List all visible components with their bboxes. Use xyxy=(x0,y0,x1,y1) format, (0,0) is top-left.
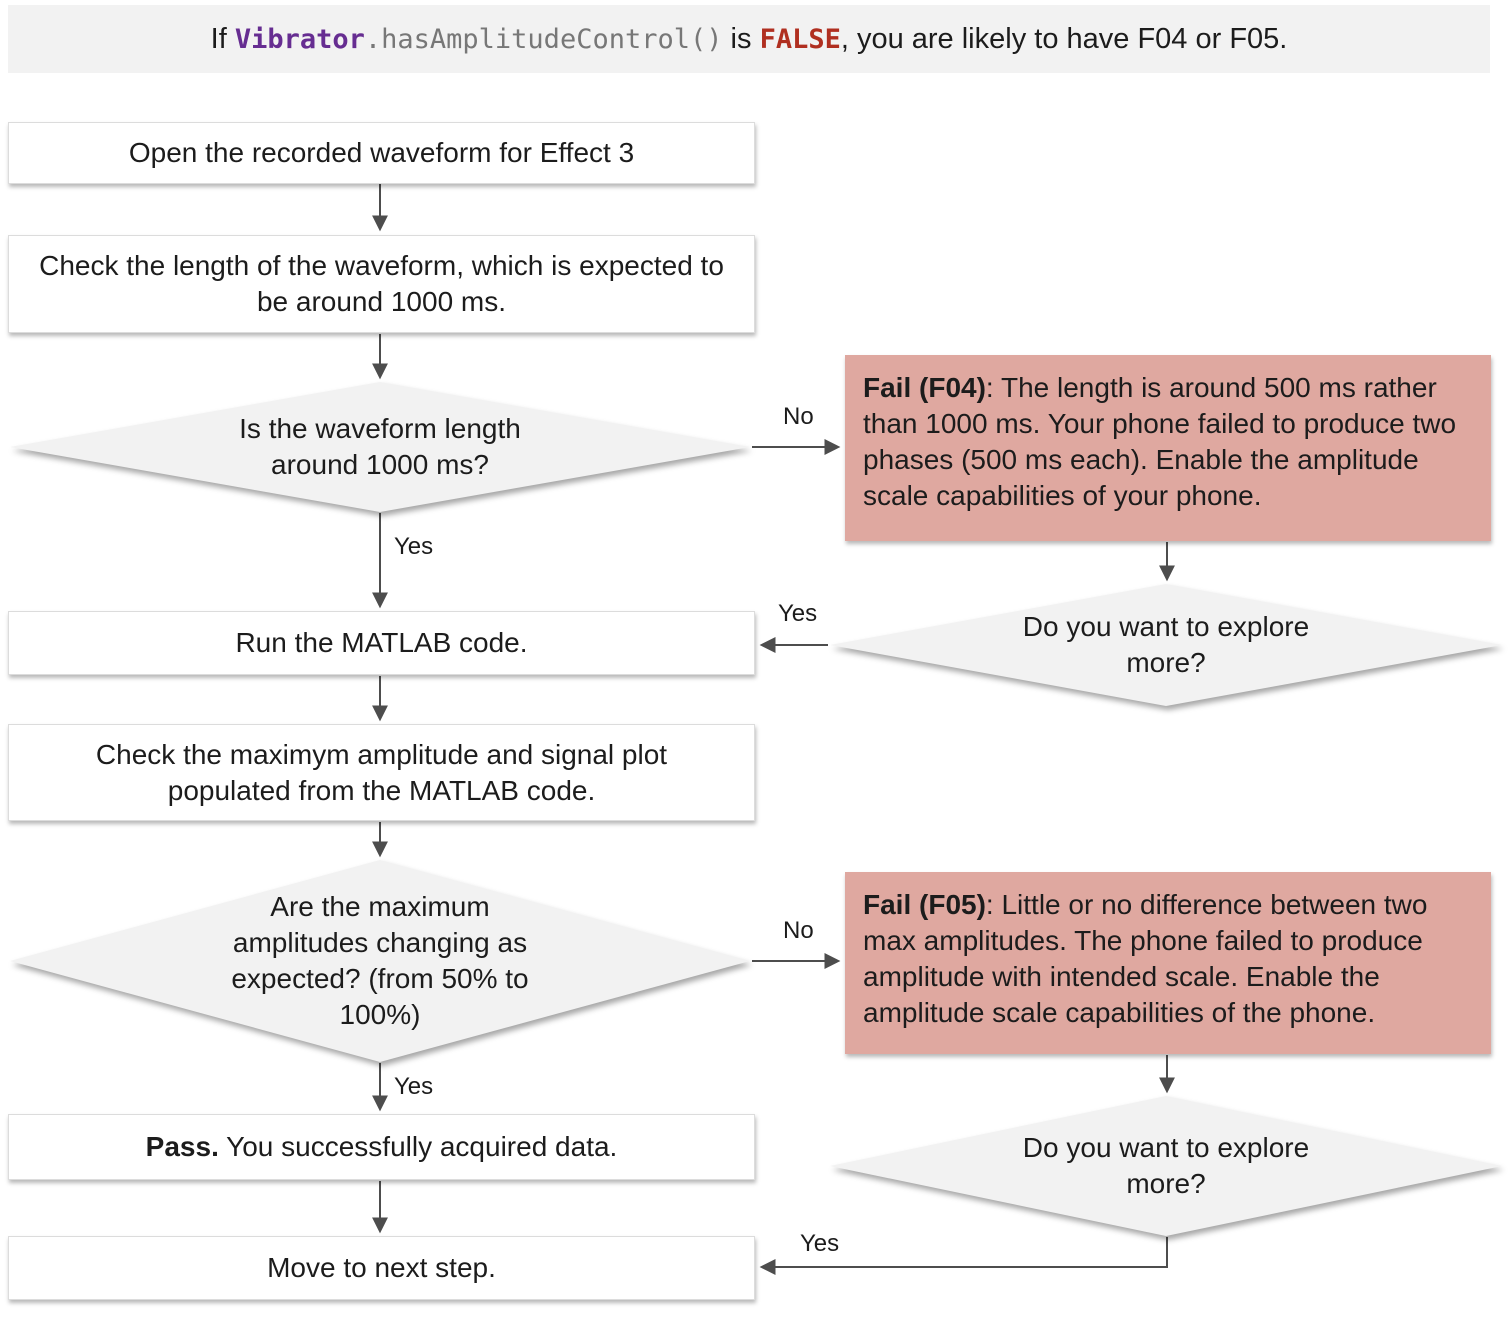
decision-explore-1-label: Do you want to explore more? xyxy=(1022,611,1310,678)
header-note: If Vibrator.hasAmplitudeControl() is FAL… xyxy=(8,5,1490,73)
node-fail-f04: Fail (F04): The length is around 500 ms … xyxy=(845,355,1491,541)
node-run-matlab-label: Run the MATLAB code. xyxy=(235,627,528,658)
decision-amplitude-label: Are the maximum amplitudes changing as e… xyxy=(231,891,529,1030)
code-false: FALSE xyxy=(759,23,841,55)
edge-label-no-length: No xyxy=(783,403,814,430)
fail-f04-bold: Fail (F04) xyxy=(863,372,986,403)
decision-amplitude: Are the maximum amplitudes changing as e… xyxy=(10,860,750,1062)
decision-explore-2: Do you want to explore more? xyxy=(830,1096,1502,1236)
pass-bold: Pass. xyxy=(145,1131,219,1162)
node-fail-f05: Fail (F05): Little or no difference betw… xyxy=(845,872,1491,1054)
header-text-prefix: If xyxy=(210,22,235,55)
decision-explore-2-label: Do you want to explore more? xyxy=(1022,1132,1310,1199)
edge-label-yes-amplitude: Yes xyxy=(394,1073,434,1100)
code-vibrator: Vibrator xyxy=(234,23,365,55)
node-open-waveform: Open the recorded waveform for Effect 3 xyxy=(8,122,755,184)
pass-rest: You successfully acquired data. xyxy=(218,1131,618,1162)
decision-length-label: Is the waveform length around 1000 ms? xyxy=(239,413,521,480)
edge-label-no-amplitude: No xyxy=(783,917,814,944)
node-pass-label: Pass. You successfully acquired data. xyxy=(146,1129,618,1165)
edge-label-yes-explore-1: Yes xyxy=(778,600,818,627)
node-open-waveform-label: Open the recorded waveform for Effect 3 xyxy=(128,137,635,168)
fail-f05-bold: Fail (F05) xyxy=(863,889,986,920)
node-check-amplitude: Check the maximym amplitude and signal p… xyxy=(8,724,755,821)
edge-label-yes-length: Yes xyxy=(394,533,434,560)
node-run-matlab: Run the MATLAB code. xyxy=(8,611,755,675)
node-pass: Pass. You successfully acquired data. xyxy=(8,1114,755,1180)
header-text-suffix: , you are likely to have F04 or F05. xyxy=(840,22,1288,55)
node-check-amplitude-label: Check the maximym amplitude and signal p… xyxy=(95,738,668,806)
node-next-step-label: Move to next step. xyxy=(267,1252,496,1283)
code-method: .hasAmplitudeControl() xyxy=(364,23,723,55)
decision-length: Is the waveform length around 1000 ms? xyxy=(10,382,750,512)
node-next-step: Move to next step. xyxy=(8,1236,755,1300)
header-text-middle: is xyxy=(722,22,760,55)
fail-f04-rest: : The length is around 500 ms rather tha… xyxy=(863,372,1457,511)
fail-f05-rest: : Little or no difference between two ma… xyxy=(863,889,1428,1028)
node-check-length: Check the length of the waveform, which … xyxy=(8,235,755,333)
edge-label-yes-explore-2: Yes xyxy=(800,1230,840,1257)
node-check-length-label: Check the length of the waveform, which … xyxy=(39,250,724,317)
decision-explore-1: Do you want to explore more? xyxy=(830,584,1502,706)
